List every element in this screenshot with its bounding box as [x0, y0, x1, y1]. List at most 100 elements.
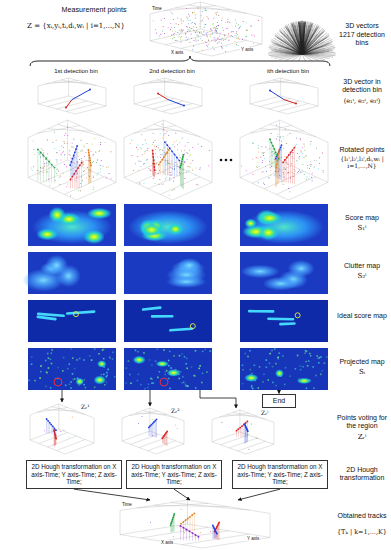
point — [205, 42, 206, 43]
speckle — [45, 386, 47, 388]
point — [189, 149, 190, 150]
point — [173, 34, 174, 35]
point — [198, 31, 199, 32]
map-background — [240, 348, 328, 390]
speckle — [164, 374, 166, 376]
speckle — [137, 380, 139, 382]
point — [57, 169, 58, 170]
plot-frame — [153, 101, 184, 109]
point — [63, 147, 64, 148]
speckle — [28, 380, 30, 382]
point — [211, 29, 212, 30]
point — [164, 129, 165, 130]
point — [219, 42, 220, 43]
speckle — [151, 378, 153, 380]
point — [259, 166, 260, 167]
vector-line — [301, 21, 302, 54]
row-label: {Tₖ | k=1,...,K} — [334, 529, 390, 536]
stem — [192, 515, 193, 531]
plot-frame — [66, 104, 97, 112]
point — [175, 133, 176, 134]
point — [141, 148, 142, 149]
speckle — [324, 362, 326, 364]
stem — [217, 526, 218, 540]
point — [60, 431, 61, 432]
plot-frame — [131, 434, 159, 444]
stem — [278, 154, 279, 184]
point — [145, 140, 146, 141]
point — [182, 31, 183, 32]
point — [217, 28, 218, 29]
point — [192, 13, 193, 14]
point — [205, 10, 206, 11]
scatter-plot-3d — [30, 404, 94, 454]
speckle — [48, 357, 50, 359]
plot-frame — [171, 503, 250, 510]
point — [143, 164, 144, 165]
speckle — [70, 348, 72, 350]
scatter-plot-3d — [240, 120, 328, 200]
point — [304, 174, 305, 175]
point — [218, 38, 219, 39]
point — [231, 35, 232, 36]
point — [196, 41, 197, 42]
point — [226, 46, 227, 47]
speckle — [129, 374, 131, 376]
stem — [168, 150, 169, 176]
point — [263, 153, 264, 154]
track-line — [283, 148, 294, 163]
point — [182, 138, 183, 139]
stem — [283, 162, 284, 182]
point — [97, 159, 98, 160]
process-box: 2D Hough transformation on X axis-Time; … — [232, 460, 328, 489]
ellipsis-dot — [225, 159, 228, 162]
map-background — [240, 204, 328, 246]
stem — [70, 179, 71, 188]
point — [208, 165, 209, 166]
point — [199, 23, 200, 24]
point — [159, 36, 160, 37]
plot-frame — [30, 429, 59, 440]
point — [65, 133, 66, 134]
point — [284, 167, 285, 168]
speckle — [282, 355, 284, 357]
vector-line — [302, 54, 330, 58]
point — [179, 155, 180, 156]
point — [252, 143, 253, 144]
point — [299, 159, 300, 160]
point — [81, 160, 82, 161]
point — [213, 23, 214, 24]
point — [207, 16, 208, 17]
point — [210, 31, 211, 32]
map-blob — [275, 369, 284, 377]
point — [224, 35, 225, 36]
point — [196, 34, 197, 35]
point — [64, 141, 65, 142]
point — [236, 33, 237, 34]
ideal-segment — [38, 317, 56, 319]
plot-frame — [157, 80, 193, 86]
stem — [271, 143, 272, 167]
plot-frame — [156, 444, 184, 454]
point — [207, 32, 208, 33]
point — [194, 30, 195, 31]
point — [85, 152, 86, 153]
point — [168, 163, 169, 164]
point — [80, 190, 81, 191]
point — [97, 160, 98, 161]
scatter-plot-3d — [134, 78, 202, 114]
track-line — [276, 150, 280, 171]
point — [109, 173, 110, 174]
point — [72, 143, 73, 144]
point — [77, 162, 78, 163]
point — [278, 133, 279, 134]
point — [187, 27, 188, 28]
point — [251, 35, 252, 36]
speckle — [72, 379, 74, 381]
point — [98, 173, 99, 174]
point — [215, 29, 216, 30]
point — [233, 31, 234, 32]
point — [246, 36, 247, 37]
point — [40, 171, 41, 172]
point — [300, 150, 301, 151]
